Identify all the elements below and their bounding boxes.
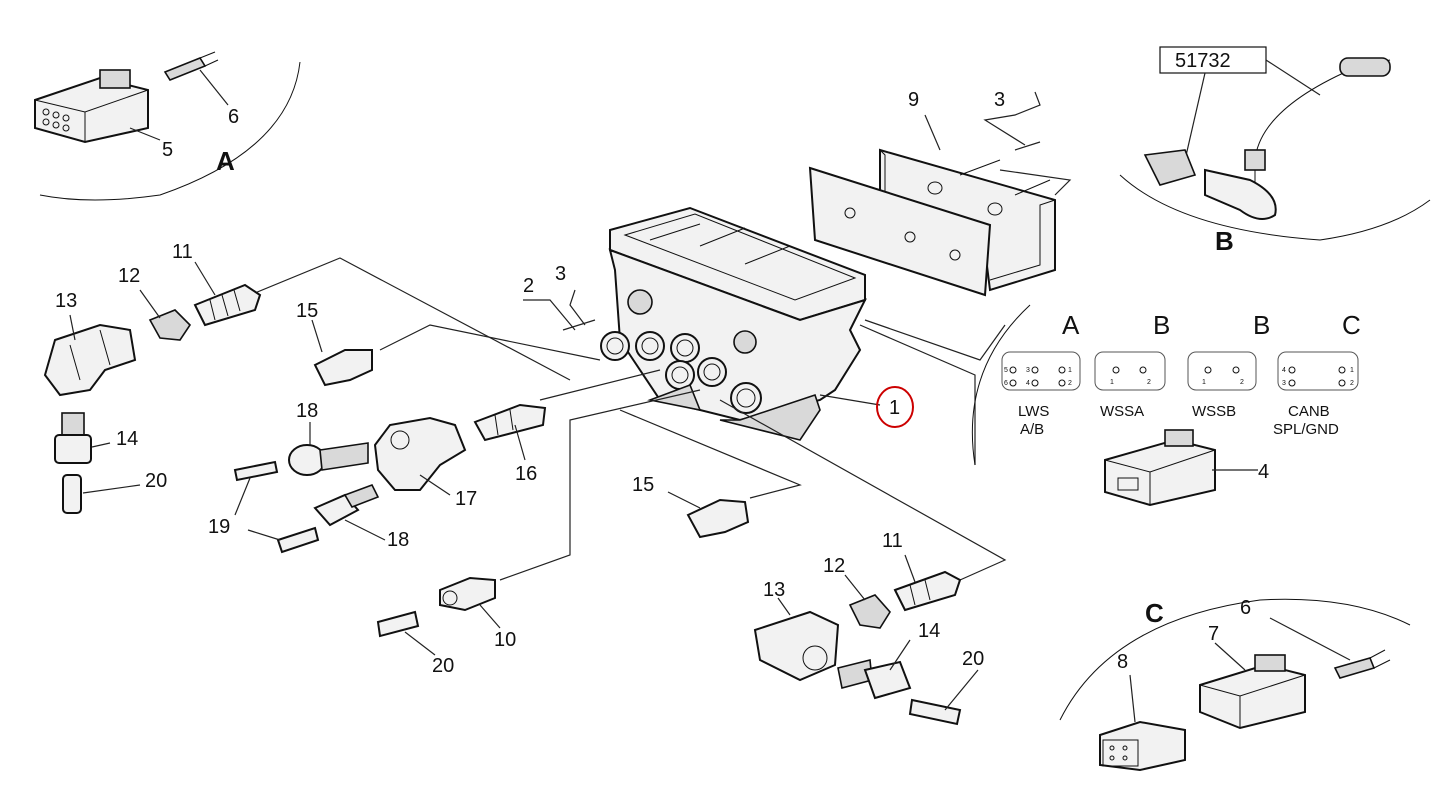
callout-17: 17 [455,488,477,510]
callout-3-lower: 3 [555,263,566,285]
gasket-plate[interactable] [808,166,992,297]
fitting-14-right[interactable] [837,658,912,700]
fitting-10[interactable] [439,576,496,612]
pin-label: 2 [1147,379,1151,386]
fitting-14-left[interactable] [54,412,92,464]
pin-label: 1 [1068,367,1072,374]
pin-label: 1 [1202,379,1206,386]
fitting-18-upper[interactable] [288,442,369,476]
clip-12-left[interactable] [148,309,192,341]
connector-a-name: LWS [1018,403,1049,420]
callout-6-c: 6 [1240,597,1251,619]
reference-box [1159,46,1267,74]
pin-label: 1 [1350,367,1354,374]
studs-2-3-lower[interactable] [562,319,596,331]
pin-label: 4 [1026,380,1030,387]
callout-18-lower: 18 [387,529,409,551]
connector-a-sub: A/B [1020,421,1044,438]
tee-fitting-17[interactable] [373,416,467,491]
callout-14-left: 14 [116,428,138,450]
sensor-cable-b[interactable] [1143,57,1391,220]
highlight-circle [876,386,914,428]
pin-label: 3 [1026,367,1030,374]
fitting-11-right[interactable] [893,570,962,612]
callout-19: 19 [208,516,230,538]
connector-housing-4[interactable] [1104,429,1216,507]
tube-20-left[interactable] [62,474,82,514]
callout-18-upper: 18 [296,400,318,422]
callout-14-right: 14 [918,620,940,642]
connector-wssa-letter: B [1153,310,1170,340]
tube-20-lower-left[interactable] [376,610,420,638]
callout-20-right: 20 [962,648,984,670]
connector-housing-5[interactable] [34,69,149,144]
callout-1: 1 [889,397,900,419]
callout-15-lower: 15 [632,474,654,496]
callout-15-upper: 15 [296,300,318,322]
connector-housing-7[interactable] [1199,654,1306,730]
tube-19-lower[interactable] [276,526,320,554]
connector-wssb-letter: B [1253,310,1270,340]
detail-view-a: 5 6 A [34,51,301,201]
callout-13-right: 13 [763,579,785,601]
detail-view-c: C 6 7 8 [1059,597,1411,772]
tube-20-right[interactable] [908,698,962,726]
callout-8: 8 [1117,651,1128,673]
connector-canb-sub: SPL/GND [1273,421,1339,438]
connector-8[interactable] [1099,720,1186,772]
connector-canb-name: CANB [1288,403,1330,420]
detail-view-b: 51732 B [1119,46,1431,256]
fitting-11-left[interactable] [193,283,262,327]
callout-7: 7 [1208,623,1219,645]
connector-legend: A 5 3 1 6 4 2 LWS A/B B 1 2 WSSA B 1 2 W… [971,304,1361,466]
fitting-18-lower[interactable] [313,484,380,527]
view-letter-b: B [1215,226,1234,256]
reference-number: 51732 [1175,50,1231,72]
elbow-fitting-13-right[interactable] [753,610,840,682]
callout-12-right: 12 [823,555,845,577]
callout-11-left: 11 [172,241,193,263]
pin-label: 2 [1240,379,1244,386]
callout-6: 6 [228,106,239,128]
pin-label: 2 [1350,380,1354,387]
terminal-pin-6-c[interactable] [1333,649,1391,679]
callout-13-left: 13 [55,290,77,312]
terminal-pin-6[interactable] [163,51,219,81]
callout-3-upper: 3 [994,89,1005,111]
pin-label: 1 [1110,379,1114,386]
modulator-valve-1[interactable] [600,206,867,441]
callout-20-lower-left: 20 [432,655,454,677]
connector-wssb-name: WSSB [1192,403,1236,420]
clip-12-right[interactable] [848,594,891,629]
callout-5: 5 [162,139,173,161]
connector-wssb-face [1187,351,1257,391]
pin-label: 5 [1004,367,1008,374]
callout-12-left: 12 [118,265,140,287]
studs-3-upper[interactable] [959,141,1051,196]
callout-2: 2 [523,275,534,297]
connector-a-letter: A [1062,310,1080,340]
connector-canb-letter: C [1342,310,1361,340]
elbow-connector-15-lower[interactable] [686,498,750,539]
callout-10: 10 [494,629,516,651]
callout-20-left: 20 [145,470,167,492]
pin-label: 6 [1004,380,1008,387]
pin-label: 3 [1282,380,1286,387]
connector-wssa-face [1094,351,1166,391]
elbow-connector-15-upper[interactable] [313,349,373,387]
view-letter-c: C [1145,598,1164,628]
view-letter-a: A [216,146,235,176]
callout-9: 9 [908,89,919,111]
pin-label: 2 [1068,380,1072,387]
callout-11-right: 11 [882,530,903,552]
callout-16: 16 [515,463,537,485]
connector-canb-face [1277,351,1359,391]
pin-label: 4 [1282,367,1286,374]
tube-19[interactable] [233,460,279,482]
callout-4: 4 [1258,461,1269,483]
elbow-fitting-13-left[interactable] [43,323,137,397]
fitting-16[interactable] [473,403,547,442]
connector-wssa-name: WSSA [1100,403,1144,420]
